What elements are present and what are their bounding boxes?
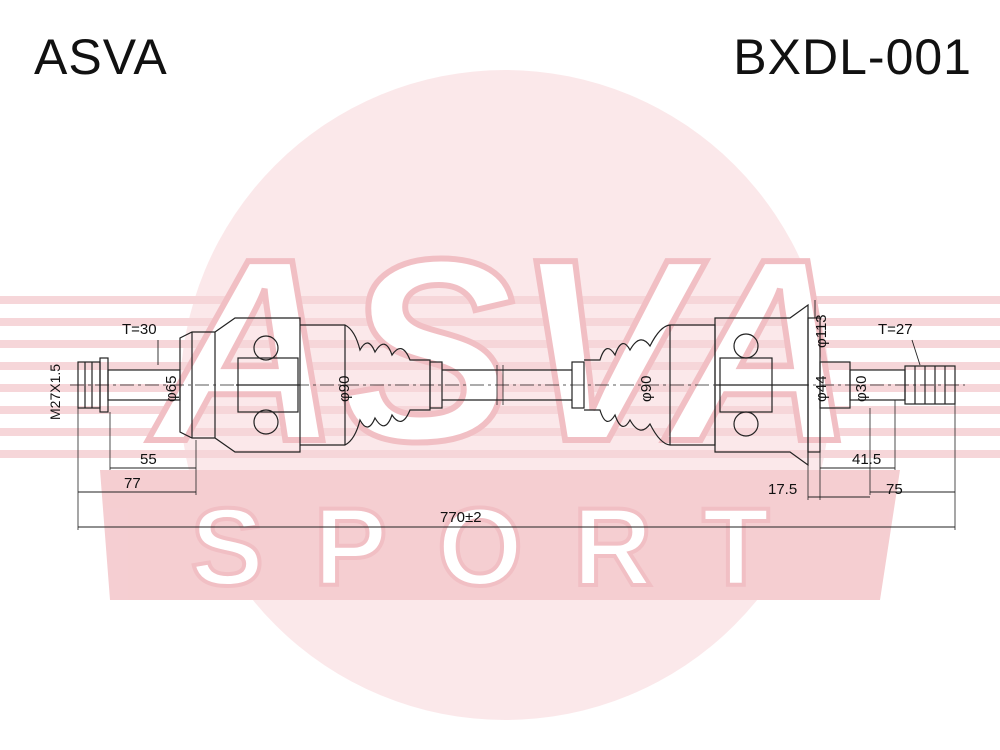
right-teeth-label: T=27 [878,321,913,338]
watermark-stripes [0,296,1000,458]
extension-lines [77,400,956,530]
right-len-75-label: 75 [886,481,903,498]
left-shaft-dia-label: φ65 [163,376,180,402]
watermark-sport: SPORT [191,486,820,609]
watermark-logo: ASVA [145,206,856,496]
left-len-55-label: 55 [140,451,157,468]
left-teeth-label: T=30 [122,321,157,338]
flange-dia-label: φ113 [813,314,830,348]
shaft-drawing [70,300,965,530]
dimension-lines [78,300,955,528]
total-len-label: 770±2 [440,509,482,526]
right-len-41-5-label: 41.5 [852,451,881,468]
thread-label: M27X1.5 [47,364,63,420]
dimension-labels: M27X1.5 T=30 φ65 φ90 φ90 φ113 φ44 φ30 T=… [47,314,913,526]
right-stub [819,361,956,409]
part-number: BXDL-001 [733,29,972,85]
left-cv-joint [179,317,301,453]
boot-left-dia-label: φ90 [336,376,353,402]
boot-right-dia-label: φ90 [638,376,655,402]
left-len-77-label: 77 [124,475,141,492]
right-dia-44-label: φ44 [813,376,830,402]
right-dia-30-label: φ30 [853,376,870,402]
right-len-17-5-label: 17.5 [768,481,797,498]
shaft-bar [442,365,572,405]
brand-title: ASVA [34,29,168,85]
left-boot [300,324,443,446]
watermark-banner [100,470,900,600]
watermark: ASVA SPORT [0,70,1000,720]
